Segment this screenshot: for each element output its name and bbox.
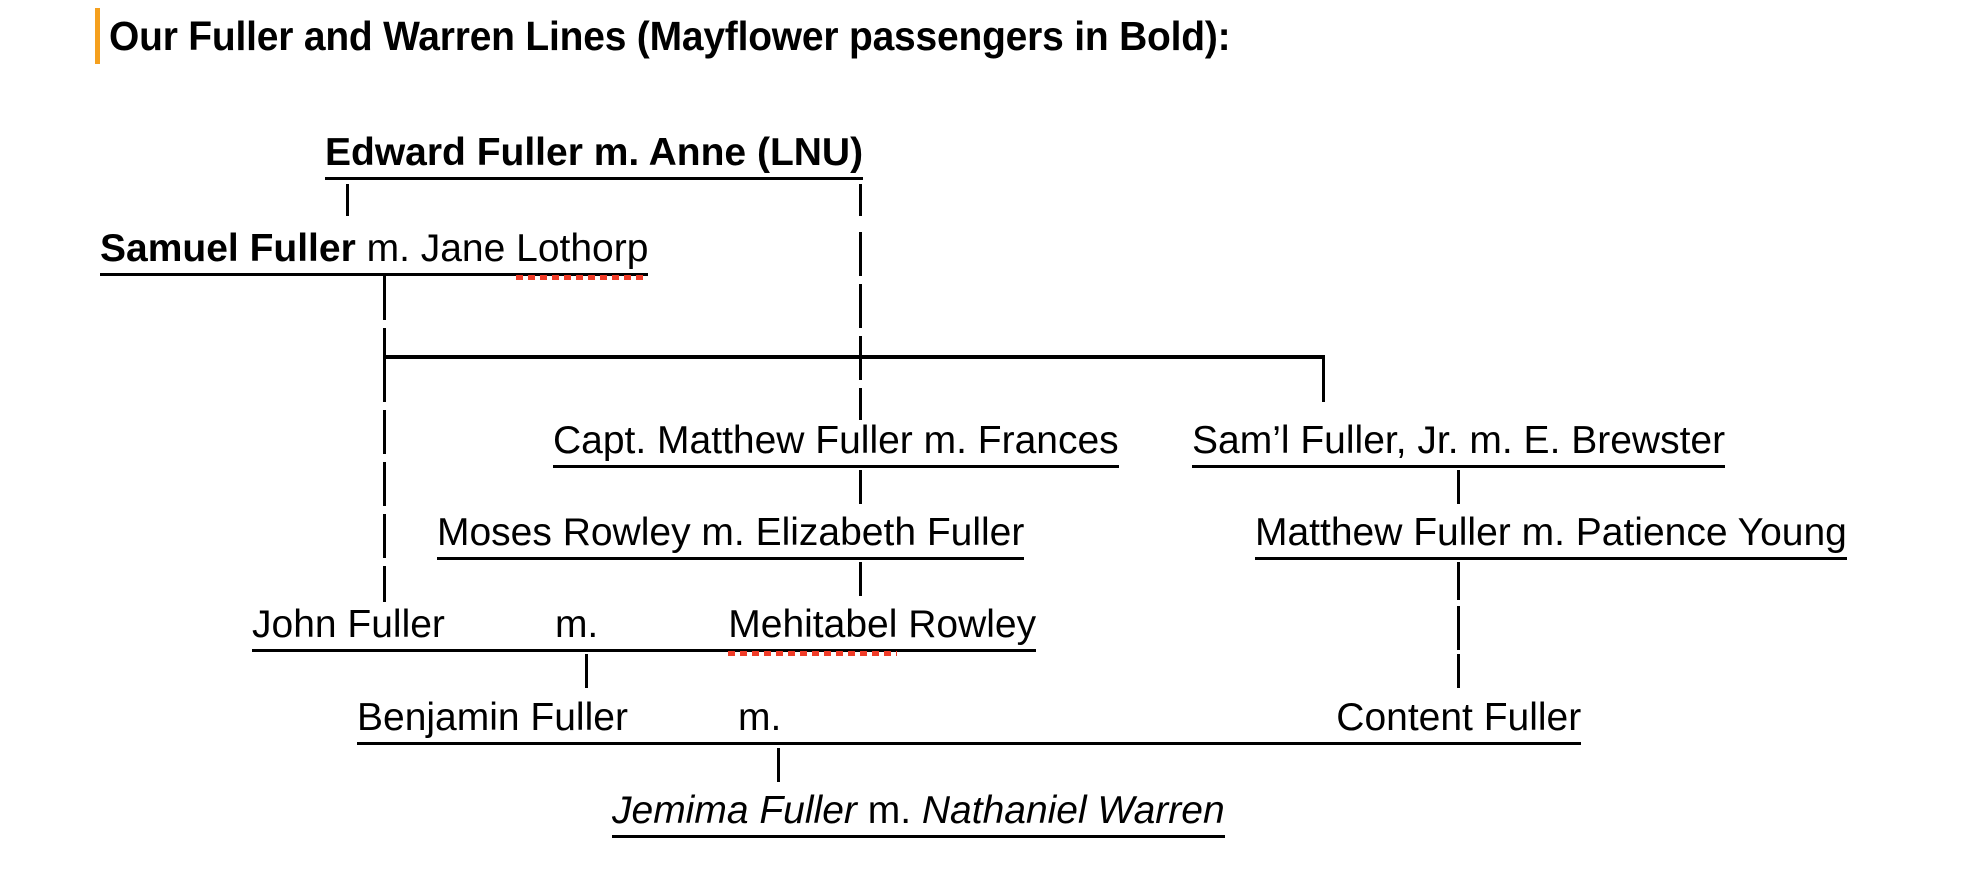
node-jemima-fuller-nathaniel-warren[interactable]: Jemima Fuller m. Nathaniel Warren [612,788,1225,838]
node-edward-fuller[interactable]: Edward Fuller m. Anne (LNU) [325,130,864,180]
node-matthew-fuller-patience-label: Matthew Fuller m. Patience Young [1255,510,1847,560]
node-jemima-fuller-label: Jemima Fuller [612,789,857,832]
connector-benjamin-to-jemima [777,748,780,782]
node-capt-matthew-fuller-label: Capt. Matthew Fuller m. Frances [553,418,1119,468]
node-john-fuller-mehitabel[interactable]: John Fuller m. Mehitabel Rowley [252,602,1037,656]
connector-samuel-3 [383,358,386,402]
connector-patience-1 [1457,562,1460,600]
node-samuel-fuller-jr-label: Sam’l Fuller, Jr. m. E. Brewster [1192,418,1726,468]
connector-edward-center-5 [859,388,862,420]
node-matthew-fuller-patience[interactable]: Matthew Fuller m. Patience Young [1255,510,1847,560]
node-benjamin-fuller-content[interactable]: Benjamin Fuller m. Content Fuller [357,695,1582,745]
node-moses-rowley[interactable]: Moses Rowley m. Elizabeth Fuller [437,510,1025,560]
node-samuel-fuller-name: Samuel Fuller [100,227,356,270]
node-samuel-fuller-spouse: m. Jane [355,227,517,270]
node-edward-fuller-spouse: m. Anne (LNU) [582,131,864,174]
node-nathaniel-warren-label: Nathaniel Warren [921,789,1225,832]
node-mehitabel-surname: Rowley [897,603,1037,646]
page-title-block: Our Fuller and Warren Lines (Mayflower p… [95,8,1289,64]
node-john-fuller-label: John Fuller [252,603,445,646]
node-samuel-fuller[interactable]: Samuel Fuller m. Jane Lothorp [100,226,649,280]
connector-john-to-benjamin [585,654,588,688]
connector-rowley-to-mehitabel [859,562,862,596]
connector-bar-to-samuel-jr [1322,358,1325,402]
connector-samuel-7 [383,566,386,602]
node-capt-matthew-fuller[interactable]: Capt. Matthew Fuller m. Frances [553,418,1119,468]
node-jemima-marriage: m. [856,789,922,832]
node-mehitabel-firstname: Mehitabel [728,603,898,656]
connector-samuel-5 [383,462,386,506]
connector-edward-center-1 [859,184,862,216]
node-samuel-fuller-jr[interactable]: Sam’l Fuller, Jr. m. E. Brewster [1192,418,1726,468]
node-content-fuller-label: Content Fuller [1336,696,1582,739]
node-edward-fuller-name: Edward Fuller [325,131,583,174]
node-samuel-fuller-spouse-surname: Lothorp [516,227,649,280]
node-moses-rowley-label: Moses Rowley m. Elizabeth Fuller [437,510,1025,560]
connector-edward-center-2 [859,232,862,276]
connector-edward-to-samuel [346,184,349,216]
connector-samuel-2 [383,328,386,358]
connector-patience-2 [1457,606,1460,650]
connector-samuel-6 [383,514,386,558]
node-john-fuller-marriage: m. [554,603,599,646]
connector-patience-3 [1457,654,1460,688]
sibling-connector-bar [383,355,1325,359]
node-benjamin-fuller-label: Benjamin Fuller [357,696,628,739]
connector-samuel-4 [383,410,386,454]
page-title: Our Fuller and Warren Lines (Mayflower p… [109,13,1231,59]
connector-edward-center-3 [859,284,862,328]
connector-samuel-jr-to-matthew [1457,470,1460,504]
connector-samuel-1 [383,276,386,320]
connector-matthew-to-rowley [859,470,862,504]
text-cursor-bar [95,8,100,64]
node-benjamin-marriage: m. [737,696,782,739]
